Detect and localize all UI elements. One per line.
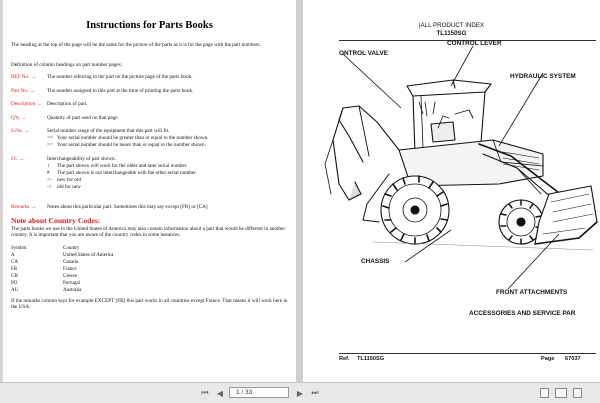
term-remarks: Remarks → bbox=[11, 204, 36, 210]
label-front-attachments: FRONT ATTACHMENTS bbox=[496, 289, 568, 296]
model-title: TL1150SG bbox=[436, 30, 467, 37]
term-ic: I/C → bbox=[11, 156, 25, 162]
footer-page-label: Page bbox=[541, 356, 555, 362]
footer-model: TL1150SG bbox=[357, 356, 385, 362]
desc-part-no: The number assigned to this part at the … bbox=[47, 88, 194, 94]
term-description: Description → bbox=[11, 101, 42, 107]
first-page-icon[interactable]: ⏮ bbox=[201, 388, 209, 397]
label-hydraulic-system: HYDRAULIC SYSTEM bbox=[510, 73, 576, 80]
term-sno: S.No. → bbox=[11, 128, 30, 134]
left-page: Instructions for Parts Books The heading… bbox=[3, 0, 296, 382]
index-title: |ALL PRODUCT INDEX bbox=[418, 22, 485, 29]
sno-line: >=Your serial number should be greater t… bbox=[47, 135, 209, 141]
term-part-no: Part No. → bbox=[11, 88, 35, 94]
label-accessories: ACCESSORIES AND SERVICE PAR bbox=[469, 310, 576, 317]
footer-page-number: 67037 bbox=[565, 356, 581, 362]
closing-note: If the remarks column says for example E… bbox=[11, 298, 288, 311]
label-control-valve: ONTROL VALVE bbox=[339, 50, 388, 57]
footer-rule bbox=[339, 353, 596, 354]
ic-line: #The part shown is not interchangeable w… bbox=[47, 170, 197, 176]
label-chassis: CHASSIS bbox=[361, 258, 390, 265]
desc-sno: Serial number range of the equipment tha… bbox=[47, 128, 170, 134]
scroll-view-icon[interactable] bbox=[573, 388, 582, 398]
viewer-toolbar: ⏮ ◀ 1 / 33 ▶ ⏭ bbox=[0, 382, 600, 403]
definition-heading: Definition of column headings on part nu… bbox=[11, 62, 123, 68]
page-gutter bbox=[296, 0, 303, 382]
desc-description: Description of part. bbox=[47, 101, 88, 107]
ic-line: ↕The part shown will work for the older … bbox=[47, 163, 188, 169]
country-intro: The parts books we use in the United Sta… bbox=[11, 226, 286, 239]
ic-line: <-new for old bbox=[47, 177, 81, 183]
country-heading: Note about Country Codes: bbox=[11, 216, 101, 225]
label-control-lever: CONTROL LEVER bbox=[447, 40, 502, 47]
page-indicator[interactable]: 1 / 33 bbox=[229, 387, 289, 398]
header-rule bbox=[339, 40, 596, 41]
footer-ref: Ref. bbox=[339, 356, 350, 362]
term-qty: Q'ty → bbox=[11, 115, 27, 121]
desc-ic: Interchangeability of part shown. bbox=[47, 156, 116, 162]
last-page-icon[interactable]: ⏭ bbox=[311, 388, 319, 397]
term-ref-no: REF No. → bbox=[11, 74, 36, 80]
backhoe-loader-illustration bbox=[324, 45, 598, 290]
next-page-icon[interactable]: ▶ bbox=[296, 388, 304, 398]
sno-line: =<Your serial number should be lesser th… bbox=[47, 142, 206, 148]
intro-text: The heading at the top of the page will … bbox=[11, 42, 261, 48]
right-page: |ALL PRODUCT INDEX TL1150SG bbox=[303, 0, 600, 382]
two-page-view-icon[interactable] bbox=[555, 388, 567, 398]
desc-qty: Quantity of part used on that page. bbox=[47, 115, 119, 121]
page-title: Instructions for Parts Books bbox=[86, 20, 213, 31]
desc-remarks: Notes about this particular part. Someti… bbox=[47, 204, 208, 210]
single-page-view-icon[interactable] bbox=[540, 388, 549, 398]
ic-line: ->old for new bbox=[47, 184, 81, 190]
desc-ref-no: The number referring to the part on the … bbox=[47, 74, 193, 80]
prev-page-icon[interactable]: ◀ bbox=[216, 388, 224, 398]
